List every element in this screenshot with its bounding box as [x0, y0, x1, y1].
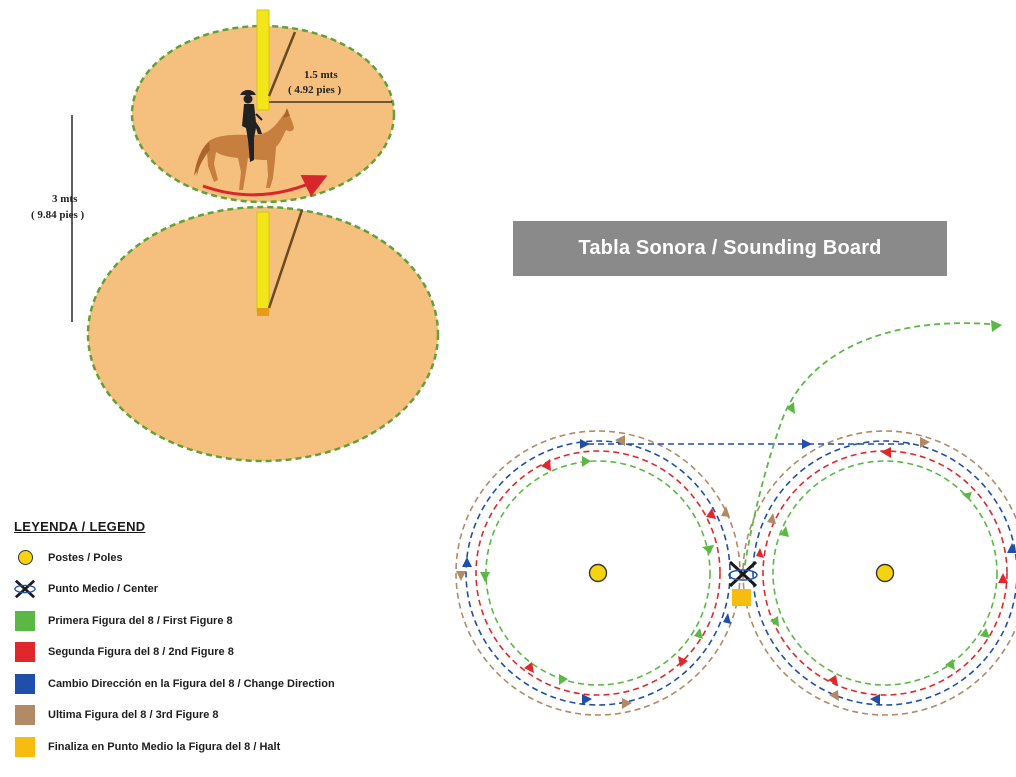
right-pole-icon — [875, 563, 895, 583]
brown-square-icon — [14, 704, 36, 726]
red-square-icon — [14, 641, 36, 663]
arena-side-view: 1.5 mts ( 4.92 pies ) 3 mts ( 9.84 pies … — [31, 9, 440, 463]
right-track-blue — [752, 440, 1016, 706]
center-x-icon — [14, 578, 36, 600]
legend-label: Punto Medio / Center — [48, 583, 158, 596]
lower-pole-shadow — [267, 209, 304, 309]
legend-title: LEYENDA / LEGEND — [14, 519, 146, 534]
center-x-icon — [728, 560, 758, 588]
sounding-board-title: Tabla Sonora / Sounding Board — [513, 221, 947, 276]
yellow-square-icon — [14, 736, 36, 758]
pole-dot-icon — [14, 547, 36, 569]
upper-pole — [256, 9, 270, 111]
legend-item-change-direction: Cambio Dirección en la Figura del 8 / Ch… — [14, 668, 444, 700]
legend-label: Segunda Figura del 8 / 2nd Figure 8 — [48, 646, 234, 659]
spacing-feet-label: ( 9.84 pies ) — [31, 209, 85, 221]
legend-label: Ultima Figura del 8 / 3rd Figure 8 — [48, 709, 219, 722]
radius-value-label: 1.5 mts — [304, 69, 338, 81]
upper-pole-shadow — [267, 31, 297, 97]
figure-eight-pattern — [455, 320, 1016, 716]
left-pole-icon — [588, 563, 608, 583]
left-track-red — [475, 450, 721, 696]
legend-item-second-figure: Segunda Figura del 8 / 2nd Figure 8 — [14, 637, 444, 669]
legend-label: Finaliza en Punto Medio la Figura del 8 … — [48, 740, 281, 753]
legend-item-center: Punto Medio / Center — [14, 574, 444, 606]
legend-label: Primera Figura del 8 / First Figure 8 — [48, 614, 233, 627]
direction-arrow — [202, 175, 328, 197]
right-track-green — [772, 460, 998, 686]
legend-item-third-figure: Ultima Figura del 8 / 3rd Figure 8 — [14, 700, 444, 732]
legend-item-first-figure: Primera Figura del 8 / First Figure 8 — [14, 605, 444, 637]
legend-item-halt: Finaliza en Punto Medio la Figura del 8 … — [14, 731, 444, 763]
legend-label: Cambio Dirección en la Figura del 8 / Ch… — [48, 677, 335, 690]
lower-pole-base — [257, 308, 269, 316]
direction-arrows — [456, 320, 1016, 709]
green-square-icon — [14, 610, 36, 632]
horse-rider-icon — [194, 90, 294, 190]
spacing-value-label: 3 mts — [52, 193, 78, 205]
lower-arena-circle — [86, 205, 440, 463]
blue-square-icon — [14, 673, 36, 695]
lower-pole — [256, 211, 270, 313]
legend: LEYENDA / LEGEND Postes / Poles Punto Me… — [14, 519, 444, 763]
legend-item-poles: Postes / Poles — [14, 542, 444, 574]
halt-square-icon — [732, 589, 751, 606]
legend-label: Postes / Poles — [48, 551, 123, 564]
radius-feet-label: ( 4.92 pies ) — [288, 84, 342, 96]
